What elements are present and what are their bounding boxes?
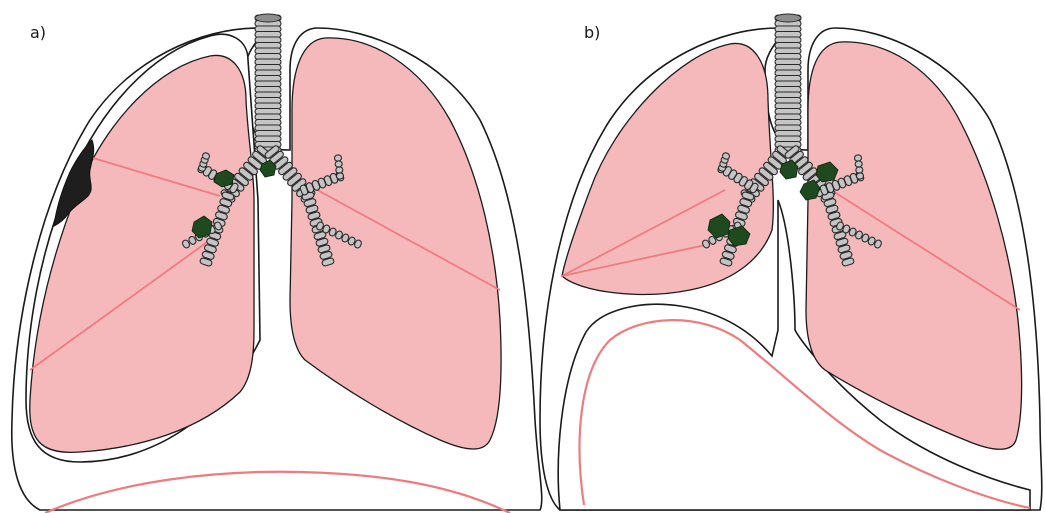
panel-b-left-upper-tip-ring <box>854 155 862 162</box>
panel-b: b) <box>540 14 1042 510</box>
panel-a-left-upper-tip-ring <box>335 161 343 168</box>
panel-a: a) <box>12 14 542 513</box>
panel-b-trachea-cap <box>775 14 801 22</box>
panel-a-left-upper-tip-ring <box>336 167 344 174</box>
panel-b-left-upper-tip-ring <box>856 167 864 174</box>
panel-a-right-lung <box>30 55 254 452</box>
panel-a-trachea-cap <box>255 14 281 22</box>
panel-b-left-upper-tip-ring <box>856 173 864 180</box>
panel-b-left-upper-tip-ring <box>855 161 863 168</box>
panel-b-label: b) <box>584 23 600 42</box>
panel-a-label: a) <box>30 23 46 42</box>
panel-a-left-upper-tip-ring <box>334 155 342 162</box>
panel-a-left-upper-tip-ring <box>336 173 344 180</box>
